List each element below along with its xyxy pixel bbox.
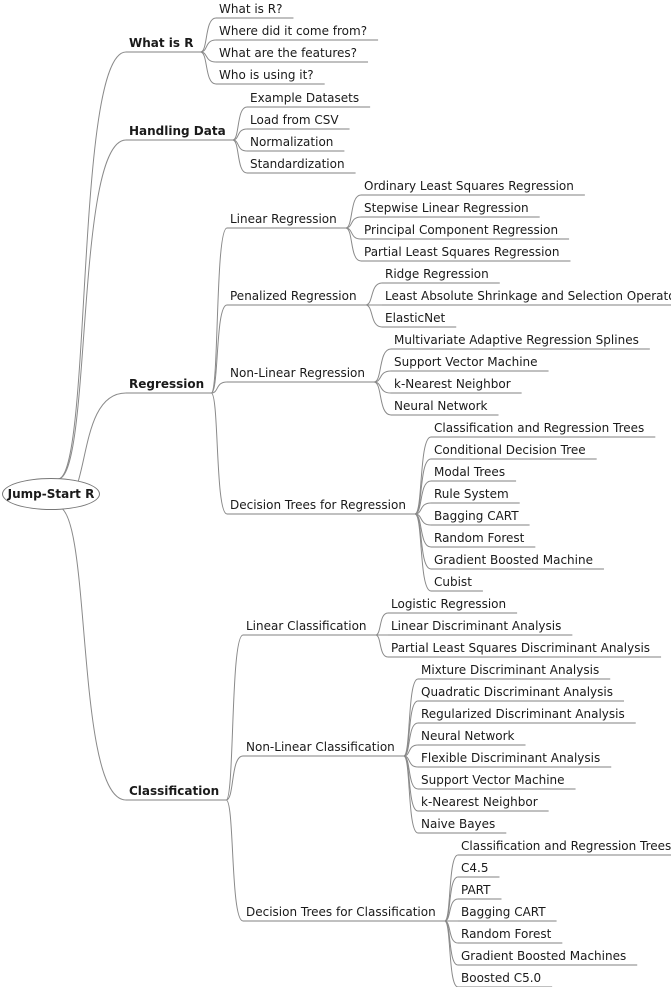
leaf-principal-component-regression[interactable]: Principal Component Regression bbox=[364, 223, 559, 237]
leaf-ordinary-least-squares-regression[interactable]: Ordinary Least Squares Regression bbox=[364, 179, 574, 193]
leaf-connector bbox=[200, 51, 217, 85]
branch-classification[interactable]: Classification bbox=[129, 784, 220, 798]
leaf-c4-5[interactable]: C4.5 bbox=[461, 861, 489, 875]
leaf-logistic-regression[interactable]: Logistic Regression bbox=[391, 597, 507, 611]
leaf-where-did-it-come-from[interactable]: Where did it come from? bbox=[219, 24, 368, 38]
leaf-who-is-using-it[interactable]: Who is using it? bbox=[219, 68, 314, 82]
leaf-connector bbox=[403, 755, 419, 834]
leaf-random-forest[interactable]: Random Forest bbox=[461, 927, 552, 941]
leaf-connector bbox=[414, 513, 432, 592]
subbranch-connector bbox=[210, 392, 228, 515]
leaf-load-from-csv[interactable]: Load from CSV bbox=[250, 113, 339, 127]
leaf-modal-trees[interactable]: Modal Trees bbox=[434, 465, 506, 479]
leaf-example-datasets[interactable]: Example Datasets bbox=[250, 91, 360, 105]
subbranch-linear-classification[interactable]: Linear Classification bbox=[246, 619, 367, 633]
leaf-connector bbox=[345, 227, 362, 262]
subbranch-connector bbox=[211, 381, 228, 394]
leaf-connector bbox=[373, 348, 392, 383]
leaf-connector bbox=[232, 128, 248, 141]
leaf-regularized-discriminant-analysis[interactable]: Regularized Discriminant Analysis bbox=[421, 707, 625, 721]
leaf-quadratic-discriminant-analysis[interactable]: Quadratic Discriminant Analysis bbox=[421, 685, 613, 699]
leaf-support-vector-machine[interactable]: Support Vector Machine bbox=[394, 355, 538, 369]
leaf-connector bbox=[375, 612, 389, 636]
leaf-connector bbox=[232, 139, 248, 174]
subbranch-connector bbox=[225, 799, 244, 922]
leaf-multivariate-adaptive-regression-splines[interactable]: Multivariate Adaptive Regression Splines bbox=[394, 333, 639, 347]
leaf-gradient-boosted-machine[interactable]: Gradient Boosted Machine bbox=[434, 553, 593, 567]
branch-handling-data[interactable]: Handling Data bbox=[129, 124, 226, 138]
leaf-bagging-cart[interactable]: Bagging CART bbox=[434, 509, 519, 523]
leaf-connector bbox=[444, 876, 459, 922]
subbranch-decision-trees-for-regression[interactable]: Decision Trees for Regression bbox=[230, 498, 406, 512]
leaf-mixture-discriminant-analysis[interactable]: Mixture Discriminant Analysis bbox=[421, 663, 600, 677]
branch-what-is-r[interactable]: What is R bbox=[129, 36, 194, 50]
leaf-connector bbox=[414, 502, 432, 515]
subbranch-connector bbox=[225, 755, 244, 801]
leaf-support-vector-machine[interactable]: Support Vector Machine bbox=[421, 773, 565, 787]
leaf-connector bbox=[365, 304, 383, 328]
leaf-connector bbox=[414, 480, 432, 515]
leaf-elasticnet[interactable]: ElasticNet bbox=[385, 311, 446, 325]
leaf-connector bbox=[373, 370, 392, 383]
leaf-connector bbox=[200, 39, 217, 53]
leaf-naive-bayes[interactable]: Naive Bayes bbox=[421, 817, 496, 831]
leaf-gradient-boosted-machines[interactable]: Gradient Boosted Machines bbox=[461, 949, 627, 963]
leaf-part[interactable]: PART bbox=[461, 883, 491, 897]
leaf-classification-and-regression-trees[interactable]: Classification and Regression Trees bbox=[434, 421, 645, 435]
leaf-stepwise-linear-regression[interactable]: Stepwise Linear Regression bbox=[364, 201, 529, 215]
leaf-least-absolute-shrinkage-and-selection-operator[interactable]: Least Absolute Shrinkage and Selection O… bbox=[385, 289, 671, 303]
leaf-ridge-regression[interactable]: Ridge Regression bbox=[385, 267, 489, 281]
leaf-flexible-discriminant-analysis[interactable]: Flexible Discriminant Analysis bbox=[421, 751, 601, 765]
branch-connector bbox=[57, 51, 127, 480]
subbranch-non-linear-classification[interactable]: Non-Linear Classification bbox=[246, 740, 395, 754]
leaf-cubist[interactable]: Cubist bbox=[434, 575, 472, 589]
leaf-what-is-r[interactable]: What is R? bbox=[219, 2, 283, 16]
leaf-connector bbox=[200, 17, 217, 53]
leaf-connector bbox=[444, 920, 459, 987]
leaf-normalization[interactable]: Normalization bbox=[250, 135, 334, 149]
leaf-connector bbox=[373, 381, 392, 416]
subbranch-connector bbox=[210, 304, 228, 394]
branch-connector bbox=[57, 139, 127, 480]
branch-regression[interactable]: Regression bbox=[129, 377, 205, 391]
leaf-k-nearest-neighbor[interactable]: k-Nearest Neighbor bbox=[394, 377, 511, 391]
leaf-standardization[interactable]: Standardization bbox=[250, 157, 345, 171]
leaf-linear-discriminant-analysis[interactable]: Linear Discriminant Analysis bbox=[391, 619, 562, 633]
leaf-connector bbox=[345, 216, 362, 229]
leaf-connector bbox=[365, 282, 383, 306]
leaf-partial-least-squares-discriminant-analysis[interactable]: Partial Least Squares Discriminant Analy… bbox=[391, 641, 651, 655]
root-node[interactable]: Jump-Start R bbox=[2, 478, 100, 510]
leaf-k-nearest-neighbor[interactable]: k-Nearest Neighbor bbox=[421, 795, 538, 809]
subbranch-penalized-regression[interactable]: Penalized Regression bbox=[230, 289, 357, 303]
leaf-classification-and-regression-trees[interactable]: Classification and Regression Trees bbox=[461, 839, 671, 853]
leaf-neural-network[interactable]: Neural Network bbox=[394, 399, 488, 413]
leaf-conditional-decision-tree[interactable]: Conditional Decision Tree bbox=[434, 443, 586, 457]
subbranch-decision-trees-for-classification[interactable]: Decision Trees for Classification bbox=[246, 905, 436, 919]
leaf-random-forest[interactable]: Random Forest bbox=[434, 531, 525, 545]
subbranch-linear-regression[interactable]: Linear Regression bbox=[230, 212, 337, 226]
leaf-boosted-c5-0[interactable]: Boosted C5.0 bbox=[461, 971, 542, 985]
leaf-partial-least-squares-regression[interactable]: Partial Least Squares Regression bbox=[364, 245, 560, 259]
leaf-bagging-cart[interactable]: Bagging CART bbox=[461, 905, 546, 919]
leaf-connector bbox=[345, 194, 362, 229]
leaf-what-are-the-features[interactable]: What are the features? bbox=[219, 46, 358, 60]
subbranch-non-linear-regression[interactable]: Non-Linear Regression bbox=[230, 366, 365, 380]
branch-connector bbox=[57, 506, 127, 801]
leaf-rule-system[interactable]: Rule System bbox=[434, 487, 509, 501]
leaf-connector bbox=[232, 106, 248, 141]
subbranch-connector bbox=[210, 227, 228, 394]
leaf-connector bbox=[444, 898, 459, 922]
leaf-neural-network[interactable]: Neural Network bbox=[421, 729, 515, 743]
subbranch-connector bbox=[225, 634, 244, 801]
leaf-connector bbox=[403, 744, 419, 757]
leaf-connector bbox=[403, 722, 419, 757]
leaf-connector bbox=[375, 634, 389, 658]
